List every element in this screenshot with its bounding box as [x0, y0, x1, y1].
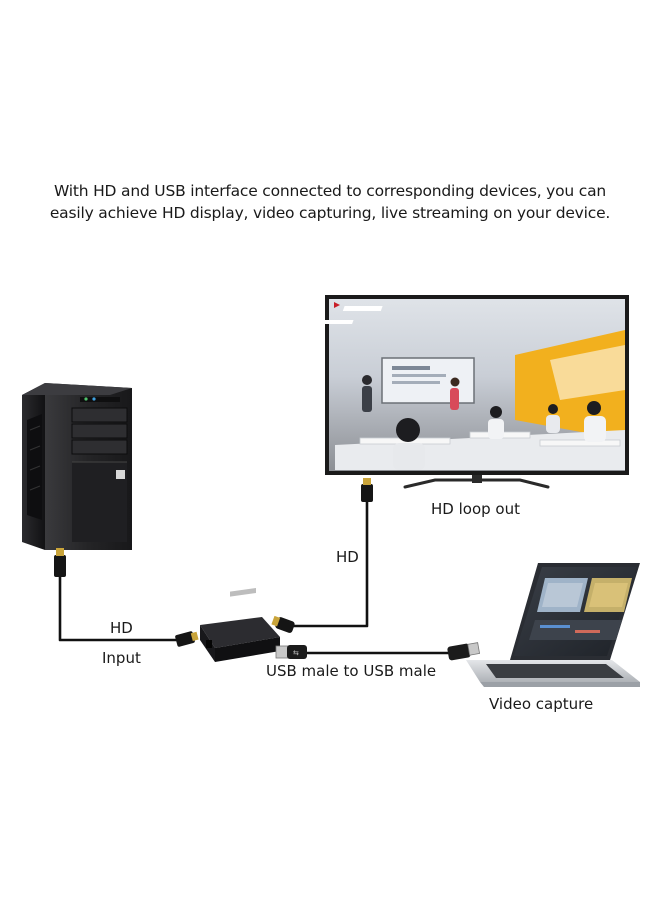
caption-line-1: With HD and USB interface connected to c…	[53, 182, 607, 200]
caption: With HD and USB interface connected to c…	[0, 180, 660, 224]
capture-hdmi-input-connector-icon	[175, 631, 199, 647]
caption-line-2: easily achieve HD display, video capturi…	[49, 204, 611, 222]
pc-hdmi-connector-icon	[54, 548, 66, 577]
usb-cable	[303, 643, 474, 655]
hd-loop-cable	[290, 498, 369, 628]
hd-tv-cable-label: HD	[336, 548, 359, 566]
capture-hdmi-output-connector-icon	[271, 615, 295, 633]
usb-connector-laptop-icon	[447, 642, 481, 661]
capture-card-icon	[200, 588, 280, 662]
hd-input-cable	[58, 573, 180, 642]
hd-input-cable-label: HD	[110, 619, 133, 637]
svg-text:⇆: ⇆	[293, 649, 299, 657]
hd-loop-out-label: HD loop out	[431, 500, 520, 518]
tv-icon	[274, 295, 629, 489]
pc-tower-icon	[22, 383, 132, 550]
usb-connector-capture-icon: ⇆	[275, 645, 307, 659]
laptop-icon	[466, 563, 640, 687]
usb-cable-label: USB male to USB male	[266, 662, 437, 680]
video-capture-label: Video capture	[489, 695, 594, 713]
input-label: Input	[102, 649, 141, 667]
tv-hdmi-connector-icon	[361, 478, 373, 502]
